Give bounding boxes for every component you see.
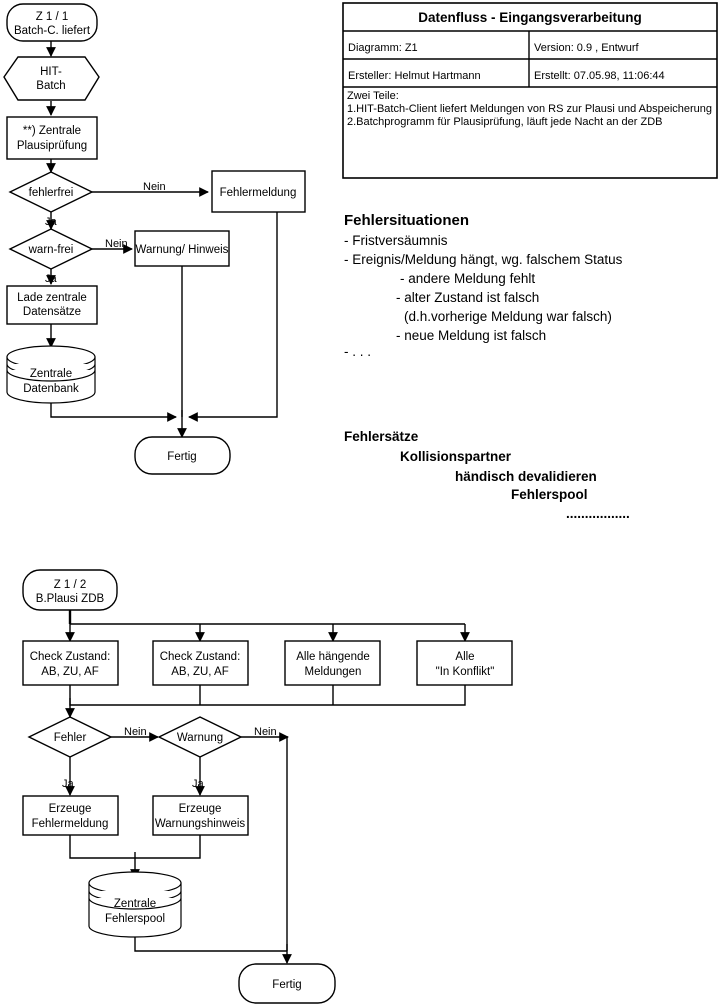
titleblock-title: Datenfluss - Eingangsverarbeitung xyxy=(418,10,642,25)
edge-label-nein-2: Nein xyxy=(105,238,128,250)
node-db-bottom-line1: Zentrale xyxy=(114,898,156,910)
node-box-warnung-hinweis[interactable]: Warnung/ Hinweis xyxy=(134,230,230,267)
node-box-check-3-line1: Alle xyxy=(455,651,474,663)
node-box-check-2[interactable]: Alle hängende Meldungen xyxy=(284,640,381,686)
node-start-z12[interactable]: Z 1 / 2 B.Plausi ZDB xyxy=(22,569,118,611)
node-decision-warn-frei[interactable]: warn-frei xyxy=(8,228,94,270)
fehlersituationen-line-1: - Ereignis/Meldung hängt, wg. falschem S… xyxy=(344,252,623,267)
edge-label-bottom-ja-1: Ja xyxy=(62,778,75,790)
bottom-chart-nodes: Z 1 / 2 B.Plausi ZDB Check Zustand: AB, … xyxy=(22,569,513,1004)
edge-label-bottom-nein-1: Nein xyxy=(124,726,147,738)
node-start-z11[interactable]: Z 1 / 1 Batch-C. liefert xyxy=(6,3,98,42)
titleblock-note-1: 1.HIT-Batch-Client liefert Meldungen von… xyxy=(347,103,712,115)
node-decision-fehler[interactable]: Fehler xyxy=(27,716,113,758)
fehlersituationen-line-0: - Fristversäumnis xyxy=(344,233,448,248)
node-hexagon-line2: Batch xyxy=(36,80,65,92)
node-end-fertig-bottom-label: Fertig xyxy=(272,979,301,991)
node-box-erzeuge-warnungshinweis[interactable]: Erzeuge Warnungshinweis xyxy=(152,795,249,836)
top-chart-nodes: Z 1 / 1 Batch-C. liefert HIT- Batch **) … xyxy=(3,3,306,475)
node-decision-fehlerfrei-label: fehlerfrei xyxy=(29,187,74,199)
node-plausi-line1: **) Zentrale xyxy=(23,125,81,137)
node-erzeuge-warn-line1: Erzeuge xyxy=(179,803,222,815)
node-db-bottom-line2: Fehlerspool xyxy=(105,913,165,925)
top-chart-edges xyxy=(46,41,278,438)
node-start-z11-line2: Batch-C. liefert xyxy=(14,25,91,37)
titleblock-note-0: Zwei Teile: xyxy=(347,90,399,102)
title-block: Datenfluss - Eingangsverarbeitung Diagra… xyxy=(342,2,718,179)
titleblock-row1-left: Ersteller: Helmut Hartmann xyxy=(348,70,481,82)
node-box-check-1-line2: AB, ZU, AF xyxy=(171,666,229,678)
titleblock-row0-right: Version: 0.9 , Entwurf xyxy=(534,42,639,54)
top-chart-edge-labels: Nein Nein Ja Ja xyxy=(45,181,166,285)
node-erzeuge-err-line2: Fehlermeldung xyxy=(32,818,109,830)
node-end-fertig-top-label: Fertig xyxy=(167,451,196,463)
node-erzeuge-err-line1: Erzeuge xyxy=(49,803,92,815)
edge-label-ja-1: Ja xyxy=(45,216,58,228)
node-database-zentrale-fehlerspool[interactable]: Zentrale Fehlerspool xyxy=(88,871,182,938)
fehlersaetze-line-3: Fehlerspool xyxy=(511,487,588,502)
bottom-chart-edges xyxy=(65,610,470,964)
node-decision-warnung-label: Warnung xyxy=(177,732,223,744)
node-db-top-line1: Zentrale xyxy=(30,368,72,380)
node-box-check-2-line1: Alle hängende xyxy=(296,651,370,663)
titleblock-note-2: 2.Batchprogramm für Plausiprüfung, läuft… xyxy=(347,116,663,128)
node-hexagon-line1: HIT- xyxy=(40,66,62,78)
node-start-z12-line2: B.Plausi ZDB xyxy=(36,593,105,605)
node-box-lade-datensaetze[interactable]: Lade zentrale Datensätze xyxy=(6,285,98,325)
node-plausi-line2: Plausiprüfung xyxy=(17,140,87,152)
fehlersituationen-block: Fehlersituationen - Fristversäumnis - Er… xyxy=(344,212,623,359)
node-box-check-3[interactable]: Alle "In Konflikt" xyxy=(416,640,513,686)
node-box-check-1[interactable]: Check Zustand: AB, ZU, AF xyxy=(152,640,249,686)
fehlersituationen-line-2: - andere Meldung fehlt xyxy=(400,271,535,286)
node-box-check-2-line2: Meldungen xyxy=(305,666,362,678)
node-box-check-0[interactable]: Check Zustand: AB, ZU, AF xyxy=(22,640,119,686)
titleblock-row1-right: Erstellt: 07.05.98, 11:06:44 xyxy=(534,70,665,82)
fehlersituationen-heading: Fehlersituationen xyxy=(344,212,469,229)
node-db-top-line2: Datenbank xyxy=(23,383,79,395)
node-box-check-0-line1: Check Zustand: xyxy=(30,651,111,663)
fehlersituationen-line-5: - neue Meldung ist falsch xyxy=(396,328,546,343)
node-lade-line1: Lade zentrale xyxy=(17,292,87,304)
node-hexagon-hit-batch[interactable]: HIT- Batch xyxy=(3,56,100,101)
node-box-check-3-line2: "In Konflikt" xyxy=(436,666,495,678)
edge-label-ja-2: Ja xyxy=(45,273,58,285)
fehlersituationen-line-4: (d.h.vorherige Meldung war falsch) xyxy=(404,309,612,324)
fehlersaetze-line-2: händisch devalidieren xyxy=(455,469,597,484)
fehlersituationen-line-3: - alter Zustand ist falsch xyxy=(396,290,539,305)
node-start-z11-line1: Z 1 / 1 xyxy=(36,11,69,23)
node-box-warnung-label: Warnung/ Hinweis xyxy=(136,244,229,256)
fehlersaetze-block: Fehlersätze Kollisionspartner händisch d… xyxy=(344,429,630,521)
edge-label-bottom-ja-2: Ja xyxy=(192,778,205,790)
node-end-fertig-bottom[interactable]: Fertig xyxy=(238,963,336,1004)
node-lade-line2: Datensätze xyxy=(23,306,81,318)
node-decision-fehler-label: Fehler xyxy=(54,732,87,744)
node-decision-warn-frei-label: warn-frei xyxy=(28,244,74,256)
node-process-plausipruefung[interactable]: **) Zentrale Plausiprüfung xyxy=(6,116,98,160)
node-decision-warnung[interactable]: Warnung xyxy=(157,716,243,758)
node-start-z12-line1: Z 1 / 2 xyxy=(54,579,87,591)
node-erzeuge-warn-line2: Warnungshinweis xyxy=(155,818,246,830)
node-box-check-1-line1: Check Zustand: xyxy=(160,651,241,663)
titleblock-row0-left: Diagramm: Z1 xyxy=(348,42,418,54)
node-box-check-0-line2: AB, ZU, AF xyxy=(41,666,99,678)
node-end-fertig-top[interactable]: Fertig xyxy=(134,436,231,475)
node-database-zentrale-datenbank[interactable]: Zentrale Datenbank xyxy=(6,345,96,404)
node-box-erzeuge-fehlermeldung[interactable]: Erzeuge Fehlermeldung xyxy=(22,795,119,836)
edge-label-nein-1: Nein xyxy=(143,181,166,193)
node-box-fehlermeldung-label: Fehlermeldung xyxy=(220,187,297,199)
fehlersituationen-line-6: - . . . xyxy=(344,344,371,359)
edge-label-bottom-nein-2: Nein xyxy=(254,726,277,738)
fehlersaetze-line-0: Fehlersätze xyxy=(344,429,419,444)
fehlersaetze-line-1: Kollisionspartner xyxy=(400,449,512,464)
node-decision-fehlerfrei[interactable]: fehlerfrei xyxy=(8,171,94,213)
bottom-chart-edge-labels: Nein Nein Ja Ja xyxy=(62,726,277,790)
node-box-fehlermeldung[interactable]: Fehlermeldung xyxy=(211,170,306,213)
fehlersaetze-line-4: ................. xyxy=(566,506,630,521)
